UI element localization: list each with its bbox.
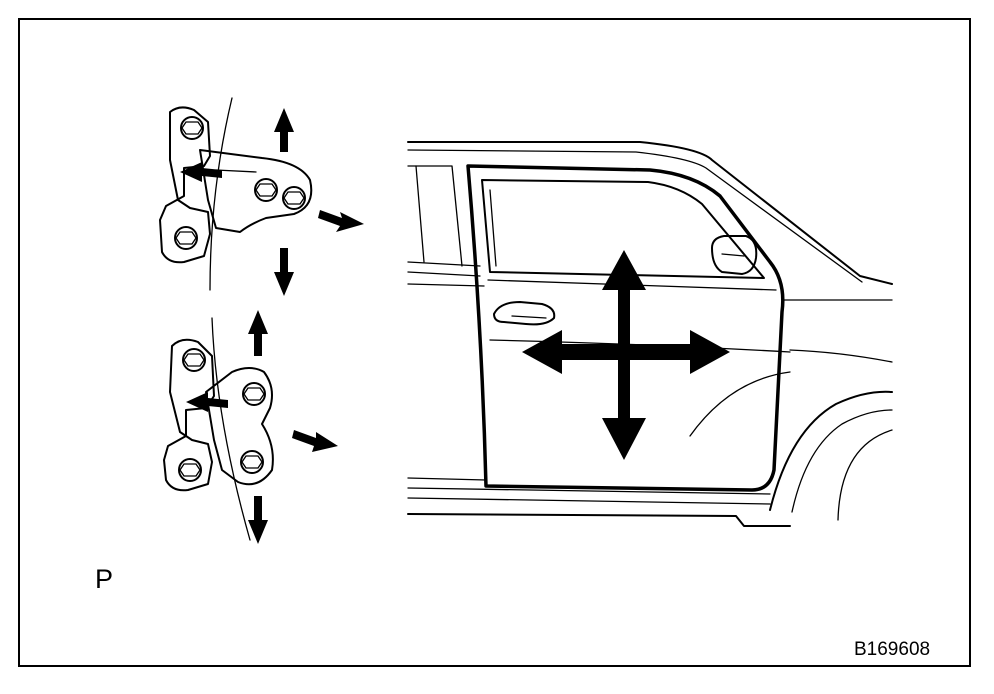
upper-hinge-pin	[215, 169, 257, 173]
door-window-frame	[481, 179, 765, 279]
rear-beltline-lower	[407, 271, 481, 277]
front-door-outline	[466, 164, 785, 492]
figure-frame	[18, 18, 971, 667]
door-handle-grip	[511, 315, 547, 319]
lower-hinge-body-bracket	[163, 338, 215, 492]
rear-window-edge	[415, 165, 425, 263]
vehicle-side	[407, 141, 893, 527]
lower-body-edge	[211, 317, 251, 541]
lower-hinge-door-leaf	[205, 367, 274, 486]
bolt	[178, 458, 202, 482]
tire-outline	[837, 429, 893, 521]
inward-arrow	[180, 162, 222, 182]
upper-hinge-door-leaf	[199, 149, 313, 233]
bolt	[254, 178, 278, 202]
door-window-divider	[489, 189, 497, 267]
door-adjustment-cross-arrow	[522, 250, 730, 460]
inward-arrow	[186, 392, 228, 412]
outward-arrow	[318, 210, 364, 232]
bolt	[174, 226, 198, 250]
rocker-line	[407, 513, 791, 527]
down-arrow	[274, 248, 294, 296]
side-mirror-detail	[721, 253, 745, 257]
side-mirror	[711, 235, 758, 275]
up-arrow	[274, 108, 294, 152]
door-handle	[493, 301, 556, 326]
fender-character-line	[789, 349, 893, 363]
bolt	[182, 348, 206, 372]
outward-arrow	[292, 430, 338, 452]
up-arrow	[248, 310, 268, 356]
roof-line	[407, 141, 893, 285]
upper-body-edge	[209, 97, 233, 291]
down-arrow	[248, 496, 268, 544]
rear-beltline	[407, 261, 481, 267]
bolt	[242, 382, 266, 406]
sill-line-1	[407, 487, 771, 495]
wheel-arch-inner	[791, 409, 893, 513]
wheel-arch-outer	[769, 390, 893, 511]
rear-character-line	[407, 283, 485, 287]
rear-window-pillar	[407, 165, 463, 267]
bolt	[240, 450, 264, 474]
bolt	[180, 116, 204, 140]
rear-door-bottom	[407, 477, 487, 481]
upper-hinge-body-bracket	[159, 106, 211, 264]
roof-inner-line	[407, 149, 863, 283]
fender-reflection	[689, 371, 791, 437]
figure-id: B169608	[854, 639, 931, 660]
view-label: P	[95, 564, 114, 594]
sill-line-2	[407, 497, 771, 505]
bolt	[282, 186, 306, 210]
lower-hinge	[163, 310, 338, 544]
upper-hinge	[159, 97, 364, 296]
